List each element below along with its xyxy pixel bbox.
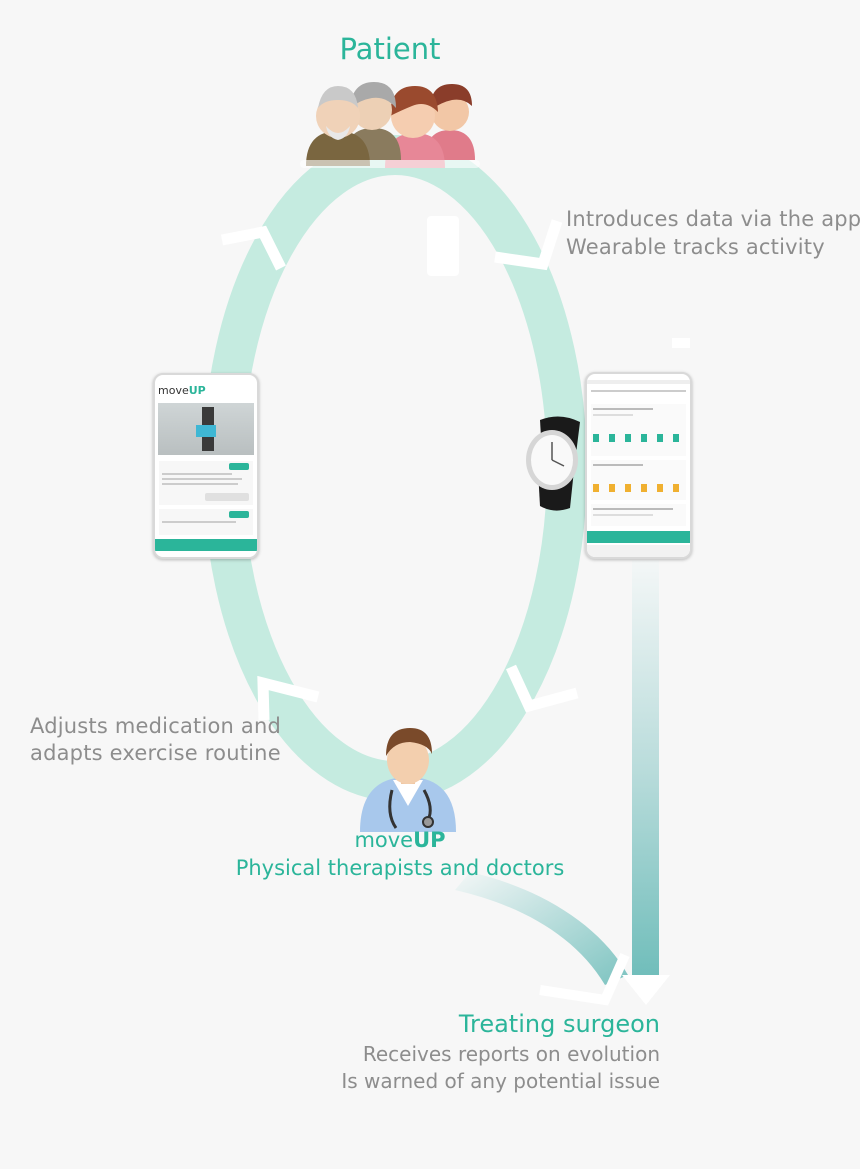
arrow-chevron-bottom-right — [506, 664, 579, 713]
phone-questionnaire-icon — [585, 372, 692, 559]
surgeon-line-1: Receives reports on evolution — [362, 1042, 660, 1066]
arrow-chevron-top-right — [494, 219, 563, 271]
arrow-head-down — [622, 975, 670, 1005]
care-action-line-1: Adjusts medication and — [30, 714, 282, 738]
report-stream-diagonal — [455, 872, 628, 985]
patient-title: Patient — [339, 32, 441, 66]
arrow-chevron-bottom-left — [257, 675, 320, 721]
patient-action-line-2: Wearable tracks activity — [566, 235, 825, 259]
left-phone-brand: moveUP — [158, 384, 206, 397]
phone-video-frame — [158, 403, 254, 455]
phone-bottom-nav — [155, 539, 257, 551]
care-team-brand: moveUP — [354, 828, 446, 852]
report-stream-vertical — [632, 560, 659, 980]
ring-gap-marker — [427, 216, 459, 276]
patient-action-line-1: Introduces data via the app — [566, 207, 860, 231]
arrow-chevron-top-left — [220, 225, 286, 271]
phone-exercise-icon: moveUP — [153, 373, 259, 559]
care-action-line-2: adapts exercise routine — [30, 741, 281, 765]
corner-marker — [672, 338, 690, 348]
arrow-chevron-surgeon — [539, 952, 630, 1006]
smartwatch-icon — [526, 416, 580, 511]
surgeon-title: Treating surgeon — [458, 1010, 660, 1038]
care-team-subtitle: Physical therapists and doctors — [235, 856, 565, 880]
phone-bottom-nav-right — [587, 531, 690, 543]
surgeon-line-2: Is warned of any potential issue — [341, 1069, 660, 1093]
patients-group-icon — [300, 82, 480, 168]
doctor-icon — [360, 728, 456, 832]
